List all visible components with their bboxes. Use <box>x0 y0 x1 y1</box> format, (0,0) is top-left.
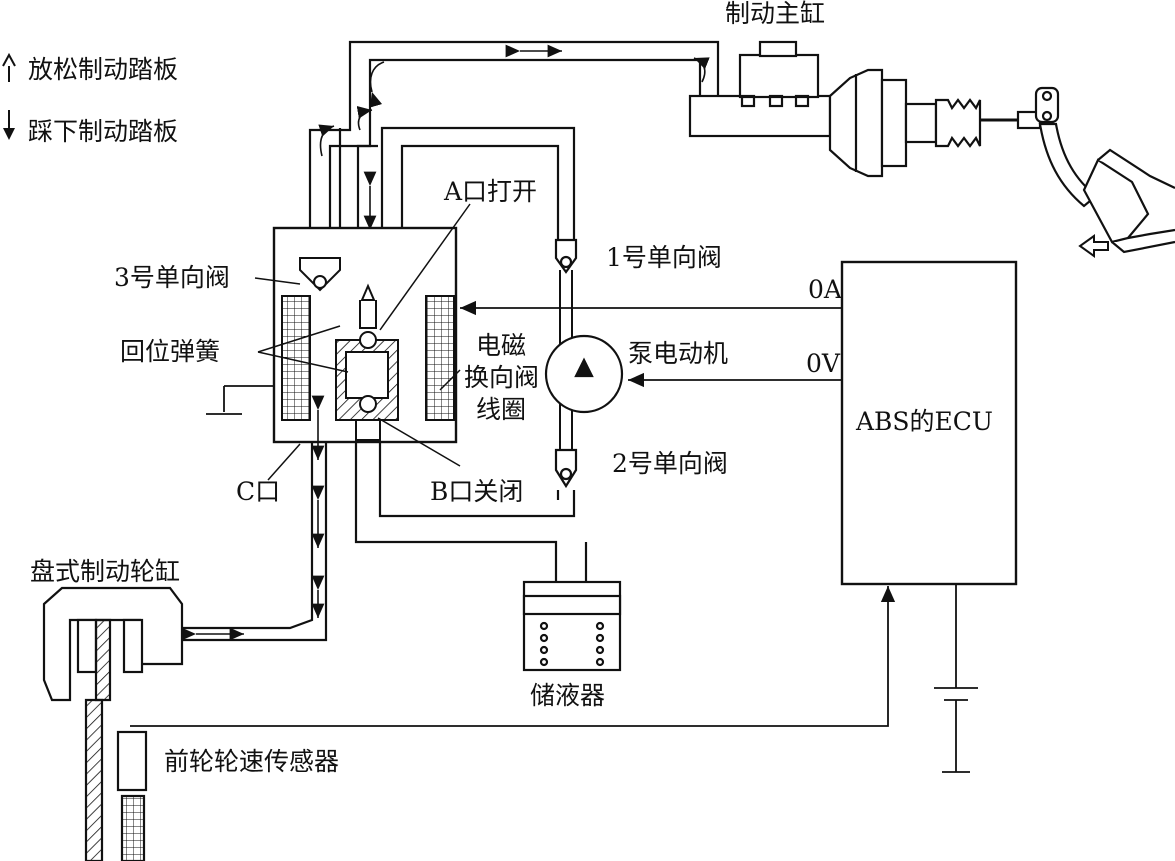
master-cylinder <box>688 40 832 138</box>
pump-assembly <box>544 238 624 489</box>
port-a-open-label: A口打开 <box>443 177 537 206</box>
solenoid-label-line2: 换向阀 <box>464 363 539 392</box>
ecu-box <box>840 260 1018 586</box>
lower-flow-arrows <box>181 395 325 641</box>
reservoir-label: 储液器 <box>530 681 605 710</box>
brake-booster <box>828 68 1042 178</box>
port-b-closed-label: B口关闭 <box>430 477 523 506</box>
brake-pedal <box>1034 86 1175 254</box>
master-cylinder-label: 制动主缸 <box>725 0 825 28</box>
wheel-speed-sensor <box>116 730 148 861</box>
release-arrow-icon <box>2 52 16 82</box>
solenoid-label-line3: 线圈 <box>476 395 526 424</box>
flow-arrows <box>318 44 710 230</box>
port-c-label: C口 <box>236 477 280 506</box>
current-0a-label: 0A <box>808 275 843 304</box>
legend: 放松制动踏板 踩下制动踏板 <box>2 52 178 146</box>
disc-caliper <box>42 586 184 861</box>
voltage-0v-label: 0V <box>806 349 841 378</box>
reservoir <box>522 580 622 672</box>
wheel-speed-sensor-label: 前轮轮速传感器 <box>164 747 339 776</box>
press-arrow-icon <box>3 110 15 140</box>
legend-release-label: 放松制动踏板 <box>28 55 178 84</box>
check-valve-3-label: 3号单向阀 <box>114 263 230 292</box>
ecu-label: ABS的ECU <box>855 407 993 436</box>
pedal-direction-arrow-icon <box>1078 234 1109 258</box>
solenoid-label-line1: 电磁 <box>476 331 526 360</box>
pump-motor-label: 泵电动机 <box>628 339 728 368</box>
legend-press-label: 踩下制动踏板 <box>28 117 178 146</box>
check-valve-2-label: 2号单向阀 <box>612 449 728 478</box>
disc-caliper-label: 盘式制动轮缸 <box>30 557 180 586</box>
check-valve-3 <box>299 257 341 292</box>
ecu-signal-lines <box>130 300 978 773</box>
check-valve-1-label: 1号单向阀 <box>606 243 722 272</box>
return-spring-label: 回位弹簧 <box>120 337 220 366</box>
leader-lines <box>254 203 471 481</box>
